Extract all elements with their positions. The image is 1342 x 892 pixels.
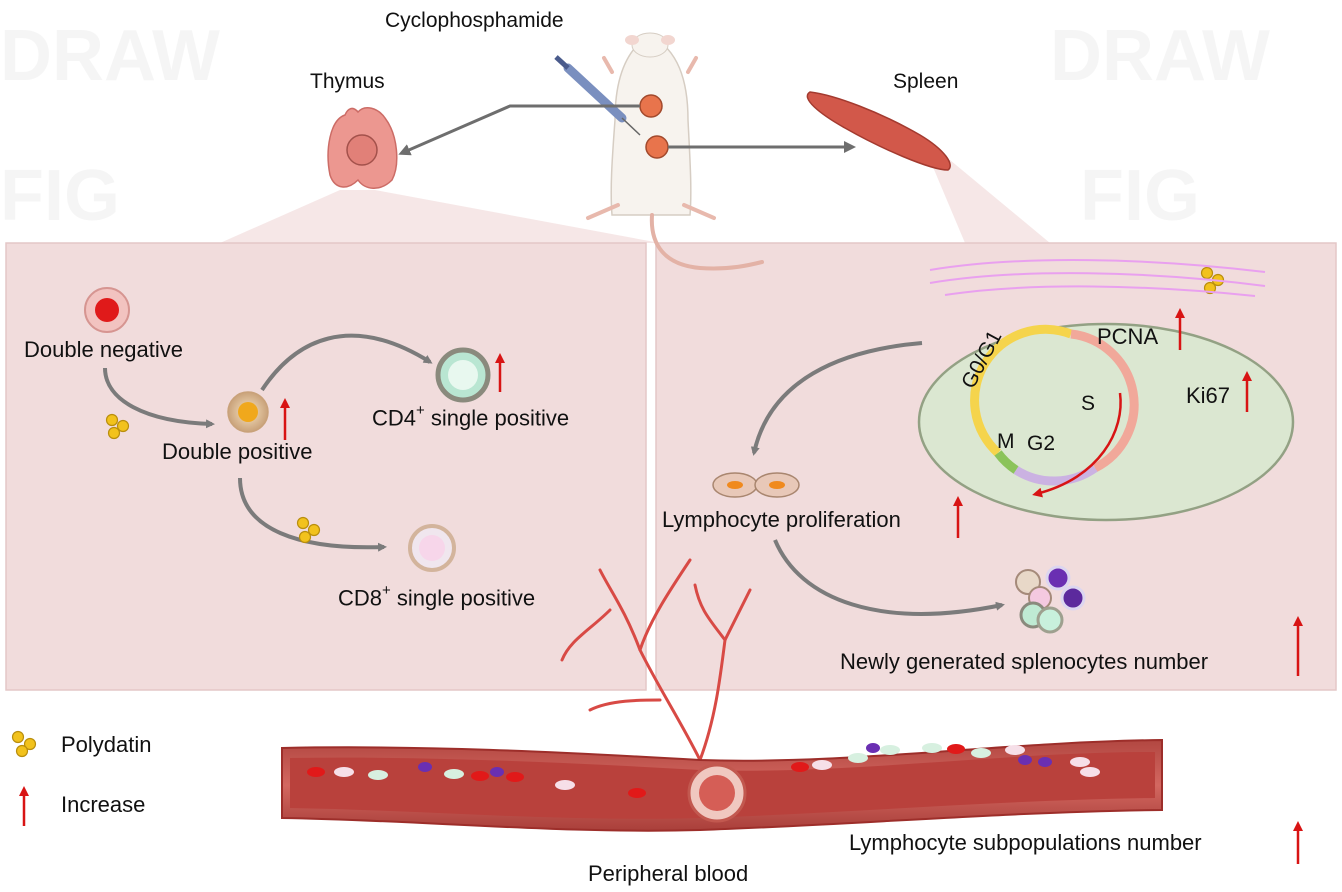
cd8-cell [408,524,456,572]
double-negative-cell [84,287,130,333]
cd8-sup: + [382,582,391,599]
dividing-lymphocyte [712,472,800,498]
svg-text:DRAW: DRAW [1050,16,1270,96]
cd4-sup: + [416,402,425,419]
vessel-crosssection [687,763,747,823]
thymus-zoom-funnel [220,190,660,243]
polydatin-icon [105,413,130,440]
newly-generated-splenocytes-label: Newly generated splenocytes number [840,649,1209,674]
watermark: DRAW DRAW FIG FIG [0,16,1270,236]
legend-polydatin-label: Polydatin [61,732,152,757]
double-positive-label: Double positive [162,439,313,464]
cell-cycle-s-label: S [1081,392,1096,415]
ki67-label: Ki67 [1186,383,1231,408]
cell-cycle-direction-arrow [1032,392,1122,498]
treatment-title: Cyclophosphamide [385,9,564,32]
mouse-spleen-marker [645,135,669,159]
mouse-illustration [586,32,764,271]
thymus-label: Thymus [310,70,385,93]
splenocyte-cluster [1015,565,1086,634]
spleen-zoom-funnel [930,160,1050,243]
syringe-icon [554,55,641,136]
increase-arrows [280,308,1303,864]
cd8-label: CD8+ single positive [338,582,536,611]
vessel-branches [560,558,752,762]
thymus-organ [327,107,398,189]
cd4-label: CD4+ single positive [372,402,570,431]
arrow-dp-to-cd8 [238,477,387,552]
peripheral-blood-label: Peripheral blood [588,861,749,886]
svg-text:DRAW: DRAW [0,16,220,96]
cell-cycle-ring [970,324,1139,486]
arrow-proliferation-to-splenocytes [773,539,1005,616]
cd4-rest: single positive [424,405,570,431]
legend-increase-label: Increase [61,792,146,817]
lymphocyte-proliferation-label: Lymphocyte proliferation [662,507,901,532]
arrow-dn-to-dp [103,367,215,429]
cd8-main: CD8 [338,585,383,611]
svg-text:FIG: FIG [1080,156,1200,236]
pcna-label: PCNA [1097,324,1159,349]
arrow-dp-to-cd4 [260,333,433,392]
cell-cycle-g2-label: G2 [1027,432,1056,455]
cd4-main: CD4 [372,405,417,431]
double-positive-cell [227,391,269,433]
svg-text:FIG: FIG [0,156,120,236]
cd8-rest: single positive [390,585,536,611]
lymphocyte-subpopulations-label: Lymphocyte subpopulations number [849,830,1202,855]
mouse-thymus-marker [639,94,663,118]
spleen-label: Spleen [893,70,959,93]
polydatin-icon [296,516,321,544]
spleen-organ [806,91,951,171]
cell-cycle-m-label: M [997,430,1015,453]
arrow-nucleus-to-lymphocyte [750,341,923,456]
double-negative-label: Double negative [24,337,184,362]
blood-cells [307,743,1100,798]
legend-polydatin-icon [11,730,37,758]
cd4-cell [435,347,491,403]
arrow-to-thymus [398,104,640,156]
cell-membrane [929,259,1266,297]
